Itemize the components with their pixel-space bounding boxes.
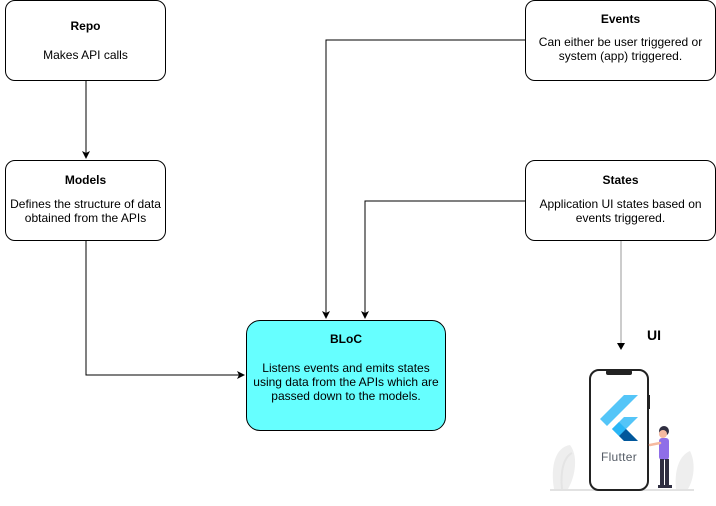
- node-bloc-title: BLoC: [330, 332, 362, 346]
- person-figure-icon: [648, 426, 672, 488]
- ui-label: UI: [647, 327, 661, 343]
- edge-states-to-bloc: [361, 200, 525, 319]
- edge-events-to-bloc: [322, 39, 525, 319]
- node-repo-title: Repo: [70, 19, 101, 33]
- flutter-logo-text: Flutter: [600, 450, 638, 464]
- edge-models-to-bloc: [85, 241, 245, 379]
- node-bloc-description: Listens events and emits states using da…: [253, 361, 439, 403]
- flutter-logo-icon: [600, 395, 638, 441]
- leaf-left-inner-shape: [560, 452, 573, 490]
- node-states-description: Application UI states based on events tr…: [539, 197, 702, 225]
- node-events-title: Events: [600, 12, 641, 26]
- node-models[interactable]: Models Defines the structure of data obt…: [5, 160, 166, 241]
- node-events[interactable]: Events Can either be user triggered or s…: [525, 0, 716, 81]
- node-repo-description: Makes API calls: [43, 48, 128, 62]
- node-states-title: States: [602, 173, 639, 187]
- node-events-description: Can either be user triggered or system (…: [538, 35, 703, 63]
- node-models-title: Models: [64, 173, 107, 187]
- node-states[interactable]: States Application UI states based on ev…: [525, 160, 716, 241]
- leaf-right-shape: [675, 451, 694, 489]
- node-bloc[interactable]: BLoC Listens events and emits states usi…: [246, 320, 446, 431]
- phone-side-button: [648, 395, 650, 409]
- flutter-phone-illustration: [550, 369, 694, 491]
- edge-states-to-ui-arrowhead: [617, 343, 625, 350]
- node-models-description: Defines the structure of data obtained f…: [10, 197, 161, 225]
- phone-notch: [606, 370, 632, 375]
- node-repo[interactable]: Repo Makes API calls: [5, 0, 166, 81]
